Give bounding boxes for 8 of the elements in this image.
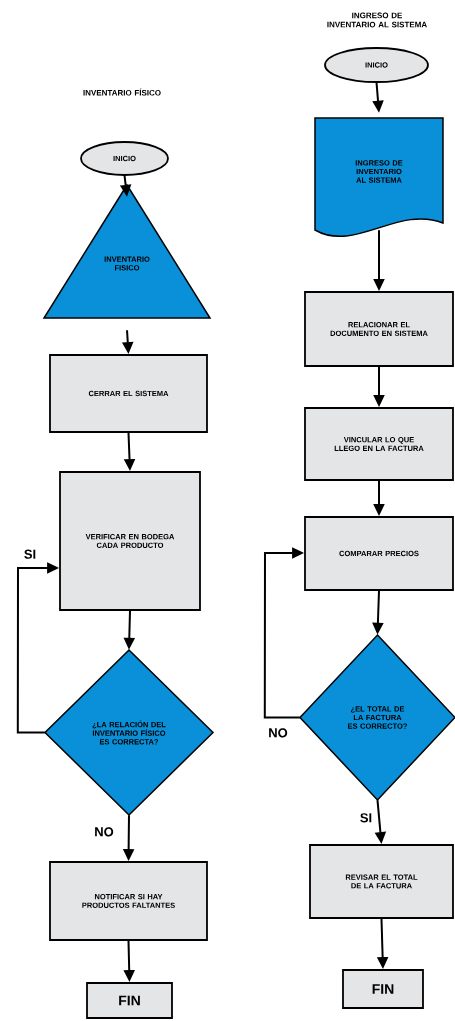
edge-label: SI bbox=[24, 549, 36, 559]
end-box: FIN bbox=[86, 982, 173, 1019]
edge-label: SI bbox=[360, 813, 372, 823]
heading: INGRESO DE INVENTARIO AL SISTEMA bbox=[327, 12, 427, 28]
end-box: FIN bbox=[342, 969, 424, 1009]
heading: INVENTARIO FÍSICO bbox=[83, 88, 161, 96]
edge-label: NO bbox=[269, 728, 288, 738]
edge-label: NO bbox=[95, 827, 114, 837]
